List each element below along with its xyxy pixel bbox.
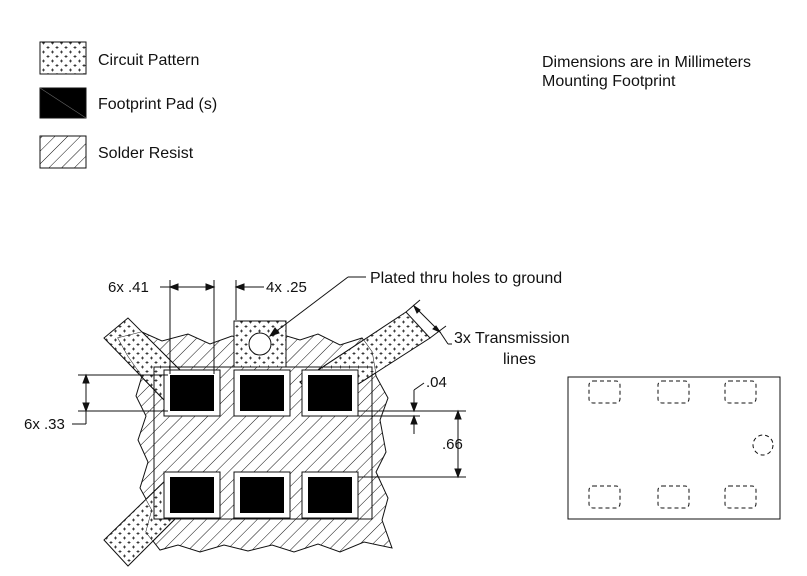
dimension-gap xyxy=(234,280,264,320)
legend-item-footprint-pad: Footprint Pad (s) xyxy=(39,87,217,119)
callout-lines-2: lines xyxy=(503,351,536,368)
package-pad xyxy=(657,380,690,404)
dimension-pad-width xyxy=(160,280,216,374)
dimension-label-pad-height: 6x .33 xyxy=(24,416,65,433)
dimension-label-pad-width: 6x .41 xyxy=(108,279,149,296)
footprint-detail: 6x .41 4x .25 6x .33 xyxy=(24,270,570,567)
circuit-pattern-swatch xyxy=(39,41,87,75)
note-units: Dimensions are in Millimeters xyxy=(542,54,751,71)
legend: Circuit Pattern Footprint Pad (s) Solder… xyxy=(39,41,217,169)
legend-item-solder-resist: Solder Resist xyxy=(39,135,194,169)
pin1-marker xyxy=(752,434,774,456)
component-outline xyxy=(153,366,373,520)
callout-lines-1: 3x Transmission xyxy=(454,330,570,347)
footprint-pad xyxy=(170,375,214,411)
dimension-label-resist-margin: .04 xyxy=(426,374,447,391)
dimension-label-row-spacing: .66 xyxy=(442,436,463,453)
dimension-row-spacing xyxy=(358,409,466,479)
legend-item-circuit-pattern: Circuit Pattern xyxy=(39,41,199,75)
footprint-pad xyxy=(170,477,214,513)
footprint-pad xyxy=(308,477,352,513)
package-pad xyxy=(588,380,621,404)
pad-row-top xyxy=(163,369,359,417)
via-hole xyxy=(248,332,272,356)
note-title: Mounting Footprint xyxy=(542,73,676,90)
legend-label-footprint-pad: Footprint Pad (s) xyxy=(98,96,217,113)
package-body xyxy=(567,376,781,520)
footprint-pad xyxy=(240,477,284,513)
legend-label-circuit-pattern: Circuit Pattern xyxy=(98,52,199,69)
pad-row-bottom xyxy=(163,471,359,519)
solder-resist-swatch xyxy=(39,135,87,169)
dimension-label-gap: 4x .25 xyxy=(266,279,307,296)
callout-leader-lines xyxy=(405,299,452,345)
callout-vias: Plated thru holes to ground xyxy=(370,270,562,287)
footprint-pad xyxy=(308,375,352,411)
package-pad xyxy=(588,485,621,509)
footprint-pad xyxy=(240,375,284,411)
dimension-pad-height xyxy=(72,373,168,425)
callout-leader-vias xyxy=(268,276,366,337)
package-pad xyxy=(657,485,690,509)
package-outline xyxy=(567,376,781,520)
package-pad xyxy=(724,485,757,509)
package-pad xyxy=(724,380,757,404)
legend-label-solder-resist: Solder Resist xyxy=(98,145,194,162)
